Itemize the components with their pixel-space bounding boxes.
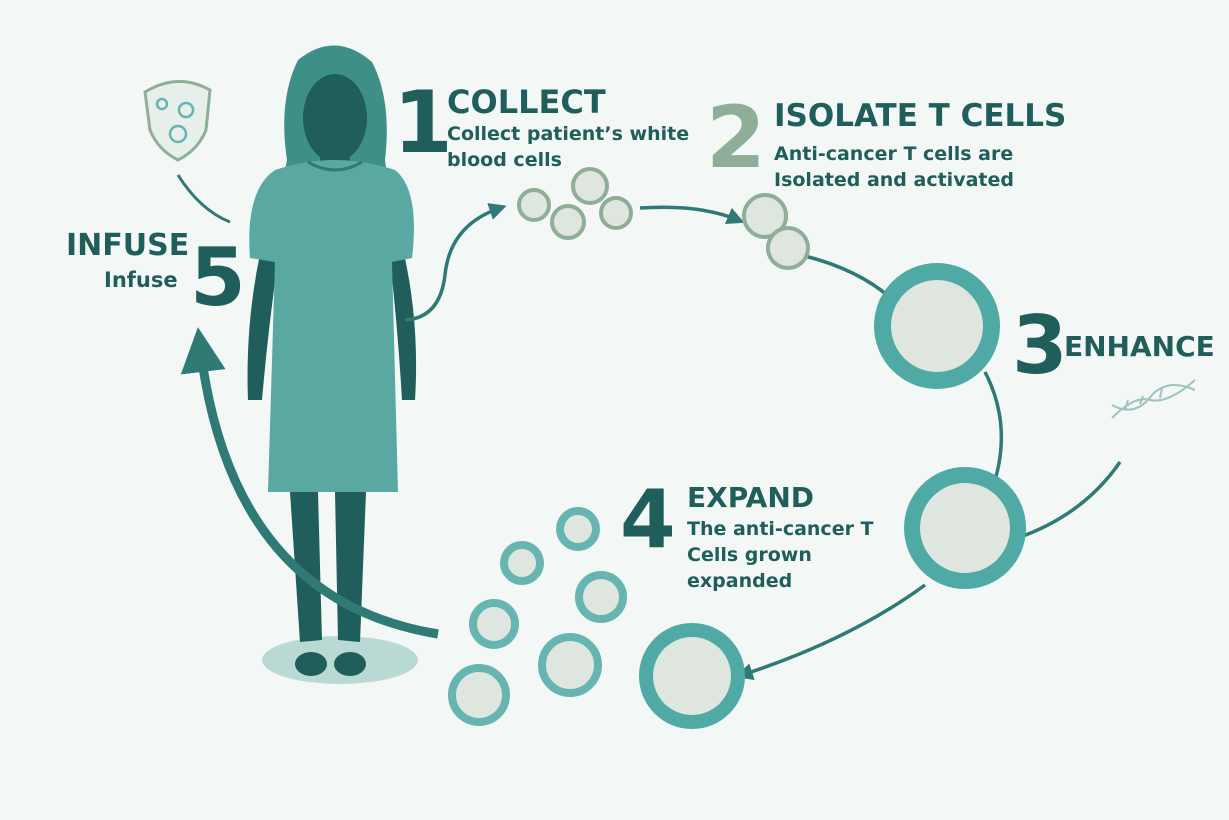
arrow-infuse xyxy=(180,327,439,639)
step-4-desc: The anti-cancer T Cells grown expanded xyxy=(687,516,874,594)
step-3-title: ENHANCE xyxy=(1064,330,1215,363)
infusion-line xyxy=(176,174,231,224)
step-5-desc-line: Infuse xyxy=(104,268,178,292)
dna-strand-icon xyxy=(1111,379,1196,419)
arrow-collect xyxy=(404,203,507,322)
arrow-expand xyxy=(735,583,927,681)
step-3-number: 3 xyxy=(1012,299,1068,392)
expanded-cell-large xyxy=(639,623,745,729)
step-5-title: INFUSE xyxy=(66,228,190,263)
step-4-title: EXPAND xyxy=(687,481,815,514)
isolated-cells xyxy=(742,193,810,270)
step-4-desc-line: The anti-cancer T xyxy=(687,518,874,540)
step-2-desc-line: Isolated and activated xyxy=(774,169,1014,191)
step-4-desc-line: expanded xyxy=(687,570,793,592)
step-5-desc: Infuse xyxy=(104,267,178,293)
step-4-desc-line: Cells grown xyxy=(687,544,812,566)
step-1-number: 1 xyxy=(393,73,453,173)
step-1-desc-line: Collect patient’s white xyxy=(447,123,690,145)
flow-arrows xyxy=(180,203,1122,681)
infusion-bag-icon xyxy=(143,80,212,162)
enhanced-cell-2 xyxy=(904,467,1026,589)
step-1-title: COLLECT xyxy=(447,83,606,121)
arrow-enhance xyxy=(804,254,899,305)
arrow-isolate xyxy=(639,205,745,224)
patient-silhouette xyxy=(247,45,418,684)
expanded-cells xyxy=(448,507,627,726)
collected-cells xyxy=(517,167,633,240)
enhanced-cell xyxy=(874,263,1000,389)
step-2-number: 2 xyxy=(706,88,766,188)
step-5-number: 5 xyxy=(190,231,246,324)
step-2-title: ISOLATE T CELLS xyxy=(774,98,1067,134)
step-2-desc: Anti-cancer T cells are Isolated and act… xyxy=(774,141,1014,193)
step-2-desc-line: Anti-cancer T cells are xyxy=(774,143,1014,165)
step-1-desc-line: blood cells xyxy=(447,149,562,171)
step-1-desc: Collect patient’s white blood cells xyxy=(447,121,689,173)
step-4-number: 4 xyxy=(620,473,676,566)
